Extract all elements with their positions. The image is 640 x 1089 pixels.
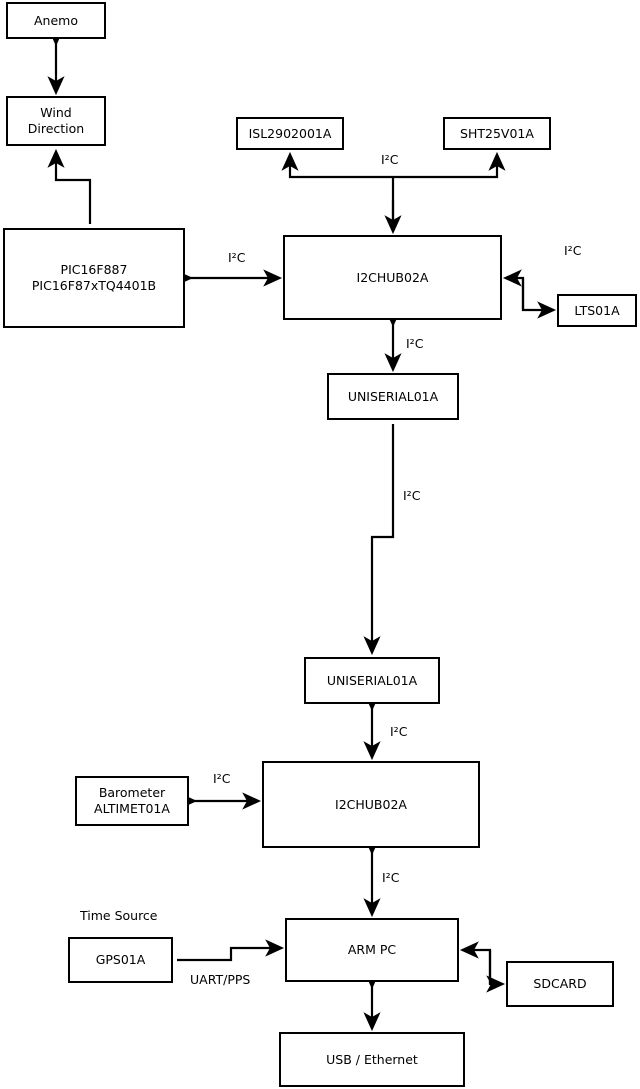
node-isl2902001a-label: ISL2902001A	[248, 125, 332, 141]
node-i2chub02a-top-label: I2CHUB02A	[356, 269, 429, 285]
node-uniserial01a-upper-label: UNISERIAL01A	[347, 388, 439, 404]
edge-label-i2c-uniserial-hub: I²C	[390, 724, 408, 739]
connector-armpc-to-sdcard	[486, 950, 506, 993]
node-pic-mcu-label: PIC16F887 PIC16F87xTQ4401B	[31, 262, 157, 293]
node-anemo[interactable]: Anemo	[6, 2, 106, 39]
node-sht25v01a-label: SHT25V01A	[460, 125, 534, 141]
connector-lts-to-hub	[502, 269, 525, 310]
connector-uniserial1-uniserial2	[363, 424, 395, 656]
edge-label-i2c-pic-hub: I²C	[228, 250, 246, 265]
edge-label-i2c-barometer: I²C	[213, 771, 231, 786]
node-uniserial01a-upper[interactable]: UNISERIAL01A	[327, 373, 459, 420]
node-i2chub02a-top[interactable]: I2CHUB02A	[283, 235, 502, 320]
node-i2chub02a-bottom-label: I2CHUB02A	[335, 796, 407, 812]
node-sdcard-label: SDCARD	[533, 976, 587, 992]
node-i2chub02a-bottom[interactable]: I2CHUB02A	[262, 761, 480, 848]
node-uniserial01a-lower-label: UNISERIAL01A	[326, 672, 418, 688]
node-uniserial01a-lower[interactable]: UNISERIAL01A	[304, 657, 440, 704]
connector-hub-to-lts	[521, 278, 557, 319]
edge-label-i2c-sensor-bus: I²C	[381, 152, 399, 167]
connector-hub-isl	[281, 151, 393, 179]
connector-hub-sht	[393, 151, 506, 179]
node-lts01a-label: LTS01A	[574, 302, 620, 318]
label-time-source: Time Source	[80, 908, 158, 923]
edge-label-i2c-uniserial-link: I²C	[403, 488, 421, 503]
node-usb-ethernet[interactable]: USB / Ethernet	[279, 1032, 465, 1087]
node-wind-direction[interactable]: Wind Direction	[6, 96, 106, 146]
node-arm-pc-label: ARM PC	[347, 942, 397, 958]
edge-label-i2c-hub-armpc: I²C	[382, 870, 400, 885]
connector-sdcard-to-armpc	[459, 941, 492, 984]
connector-gps-armpc	[177, 939, 285, 962]
node-isl2902001a[interactable]: ISL2902001A	[236, 117, 344, 150]
node-wind-direction-label: Wind Direction	[27, 105, 85, 136]
node-lts01a[interactable]: LTS01A	[557, 294, 637, 327]
node-sdcard[interactable]: SDCARD	[506, 961, 614, 1007]
edge-label-uart-pps: UART/PPS	[190, 972, 251, 987]
edge-label-i2c-hub-uniserial: I²C	[406, 336, 424, 351]
node-arm-pc[interactable]: ARM PC	[285, 918, 459, 982]
edge-label-i2c-lts: I²C	[564, 243, 582, 258]
node-barometer-altimet01a-label: Barometer ALTIMET01A	[94, 785, 170, 816]
node-sht25v01a[interactable]: SHT25V01A	[443, 117, 551, 150]
node-gps01a[interactable]: GPS01A	[68, 937, 173, 983]
node-gps01a-label: GPS01A	[95, 952, 146, 968]
connector-wind-pic	[47, 148, 92, 224]
node-barometer-altimet01a[interactable]: Barometer ALTIMET01A	[75, 776, 189, 826]
node-pic-mcu[interactable]: PIC16F887 PIC16F87xTQ4401B	[3, 228, 185, 328]
node-anemo-label: Anemo	[34, 12, 78, 28]
node-usb-ethernet-label: USB / Ethernet	[326, 1051, 418, 1067]
